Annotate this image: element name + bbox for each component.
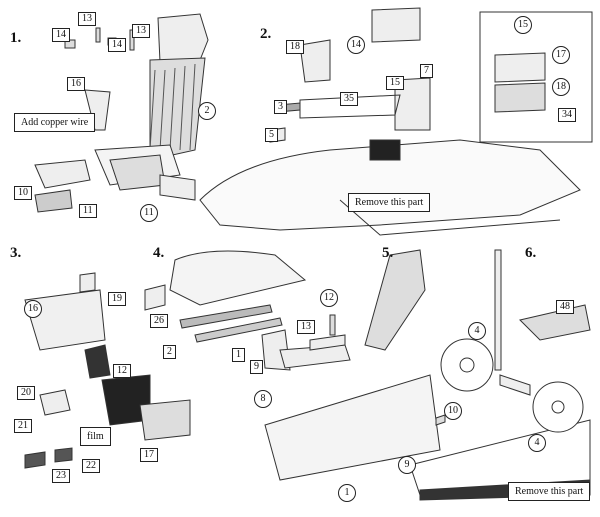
part-label-circled: 12 xyxy=(320,289,338,307)
note-remove-this-part: Remove this part xyxy=(508,482,591,501)
part-label-circled: 18 xyxy=(552,78,570,96)
step-6-number: 6. xyxy=(525,245,537,261)
part-label-circled: 10 xyxy=(444,402,462,420)
part-label: 2 xyxy=(163,345,176,359)
part-label: 35 xyxy=(340,92,358,106)
note-film: film xyxy=(80,427,111,446)
part-label-circled: 4 xyxy=(468,322,486,340)
note-add-copper-wire: Add copper wire xyxy=(14,113,96,132)
step-2-number: 2. xyxy=(260,26,272,42)
part-label: 3 xyxy=(274,100,287,114)
part-label: 5 xyxy=(265,128,278,142)
part-label: 16 xyxy=(67,77,85,91)
part-label-circled: 15 xyxy=(514,16,532,34)
part-label-circled: 9 xyxy=(398,456,416,474)
part-label-circled: 8 xyxy=(254,390,272,408)
part-label: 19 xyxy=(108,292,126,306)
part-label: 9 xyxy=(250,360,263,374)
part-label: 26 xyxy=(150,314,168,328)
part-label: 13 xyxy=(132,24,150,38)
cockpit-tub-drawing xyxy=(264,249,591,501)
part-label: 14 xyxy=(108,38,126,52)
part-label-circled: 11 xyxy=(140,204,158,222)
part-label: 15 xyxy=(386,76,404,90)
part-label: 21 xyxy=(14,419,32,433)
landing-gear-drawing xyxy=(440,249,591,433)
part-label-circled: 17 xyxy=(552,46,570,64)
part-label: 7 xyxy=(420,64,433,78)
part-label: 23 xyxy=(52,469,70,483)
part-label: 48 xyxy=(556,300,574,314)
instrument-panel-drawing xyxy=(24,272,191,469)
part-label: 10 xyxy=(14,186,32,200)
part-label: 22 xyxy=(82,459,100,473)
part-label-circled: 1 xyxy=(338,484,356,502)
part-label: 11 xyxy=(79,204,97,218)
part-label: 20 xyxy=(17,386,35,400)
part-label-circled: 14 xyxy=(347,36,365,54)
part-label: 12 xyxy=(113,364,131,378)
part-label-circled: 2 xyxy=(198,102,216,120)
part-label: 14 xyxy=(52,28,70,42)
part-label: 13 xyxy=(297,320,315,334)
part-label: 13 xyxy=(78,12,96,26)
step-3-number: 3. xyxy=(10,245,22,261)
part-label: 18 xyxy=(286,40,304,54)
step-4-number: 4. xyxy=(153,245,165,261)
ejection-seat-drawing xyxy=(34,13,209,213)
note-remove-this-part: Remove this part xyxy=(348,193,431,212)
part-label: 17 xyxy=(140,448,158,462)
step-5-number: 5. xyxy=(382,245,394,261)
step-1-number: 1. xyxy=(10,30,22,46)
part-label: 34 xyxy=(558,108,576,122)
coaming-drawing xyxy=(144,250,307,371)
fuselage-drawing xyxy=(199,7,593,236)
part-label-circled: 16 xyxy=(24,300,42,318)
part-label: 1 xyxy=(232,348,245,362)
part-label-circled: 4 xyxy=(528,434,546,452)
